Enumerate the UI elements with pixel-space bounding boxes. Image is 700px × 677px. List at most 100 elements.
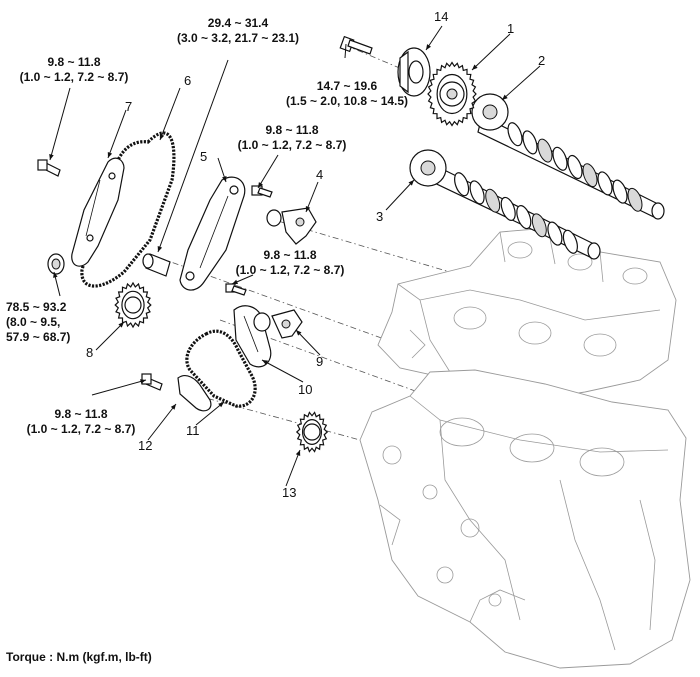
chain-guide-12 (177, 375, 212, 412)
torque-units-footer: Torque : N.m (kgf.m, lb-ft) (6, 650, 152, 664)
arrowhead (49, 154, 54, 160)
arrowhead (408, 180, 414, 186)
torque-label-guide: 9.8 ~ 11.8 (1.0 ~ 1.2, 7.2 ~ 8.7) (222, 123, 362, 153)
callout-1: 1 (507, 21, 515, 36)
cam-lobe (582, 163, 598, 188)
cam-lobe (522, 130, 538, 155)
torque-guide-line2: (1.0 ~ 1.2, 7.2 ~ 8.7) (237, 138, 347, 152)
timing-chain-upper (80, 131, 176, 288)
arrowhead (305, 206, 311, 212)
arrowhead (140, 379, 146, 384)
torque-label-mid: 14.7 ~ 19.6 (1.5 ~ 2.0, 10.8 ~ 14.5) (272, 79, 422, 109)
arrowhead (232, 279, 238, 284)
cam-lobe (469, 180, 485, 205)
torque-bottom-line2: (1.0 ~ 1.2, 7.2 ~ 8.7) (26, 422, 136, 436)
tensioner-4 (266, 207, 317, 245)
cylinder-block (359, 369, 691, 669)
chain-guide-7 (71, 157, 125, 267)
cam-lobe (612, 179, 628, 204)
torque-bottom-line1: 9.8 ~ 11.8 (54, 407, 108, 421)
torque-label-left: 9.8 ~ 11.8 (1.0 ~ 1.2, 7.2 ~ 8.7) (4, 55, 144, 85)
torque-label-bottom: 9.8 ~ 11.8 (1.0 ~ 1.2, 7.2 ~ 8.7) (6, 407, 156, 437)
callout-6: 6 (184, 73, 192, 88)
callout-10: 10 (298, 382, 313, 397)
timing-chain-lower (185, 329, 257, 408)
torque-left-line2: (1.0 ~ 1.2, 7.2 ~ 8.7) (19, 70, 129, 84)
torque-label-top: 29.4 ~ 31.4 (3.0 ~ 3.2, 21.7 ~ 23.1) (163, 16, 313, 46)
cam-lobe (547, 221, 563, 246)
torque-label-sprocket: 78.5 ~ 93.2 (8.0 ~ 9.5, 57.9 ~ 68.7) (6, 300, 96, 345)
callout-12: 12 (138, 438, 153, 453)
cam-lobe (454, 172, 470, 197)
cam-lobe (531, 213, 547, 238)
torque-sprocket-line2: (8.0 ~ 9.5, (6, 315, 61, 329)
arrowhead (218, 402, 224, 408)
callout-8: 8 (86, 345, 94, 360)
pivot-bolt (142, 253, 171, 277)
arrowhead (157, 246, 163, 252)
bolt-guide-7 (37, 159, 61, 177)
callout-2: 2 (538, 53, 546, 68)
cam-lobe (507, 122, 523, 147)
washer-14 (397, 47, 431, 97)
intake-camshaft (409, 149, 601, 260)
cam-lobe (597, 171, 613, 196)
torque-tens-line1: 9.8 ~ 11.8 (263, 248, 317, 262)
tensioner-9 (253, 309, 303, 339)
arrowhead (262, 360, 268, 365)
arrowhead (258, 182, 263, 188)
torque-label-tensioner: 9.8 ~ 11.8 (1.0 ~ 1.2, 7.2 ~ 8.7) (220, 248, 360, 278)
torque-tens-line2: (1.0 ~ 1.2, 7.2 ~ 8.7) (235, 263, 345, 277)
cam-lobe (500, 196, 516, 221)
arrowhead (170, 404, 176, 410)
crank-sprocket-8 (114, 281, 152, 329)
callout-3: 3 (376, 209, 384, 224)
callout-5: 5 (200, 149, 208, 164)
callout-9: 9 (316, 354, 324, 369)
torque-sprocket-line1: 78.5 ~ 93.2 (6, 300, 67, 314)
cam-lobe (552, 146, 568, 171)
callout-13: 13 (282, 485, 297, 500)
bolt-top (339, 35, 373, 55)
arrowhead (426, 44, 431, 50)
arrowhead (118, 322, 124, 328)
callout-11: 11 (186, 423, 200, 438)
arrowhead (296, 330, 302, 336)
arrowhead (502, 94, 508, 100)
arrowhead (222, 176, 227, 182)
callout-4: 4 (316, 167, 324, 182)
torque-mid-line1: 14.7 ~ 19.6 (316, 79, 378, 93)
torque-top-line1: 29.4 ~ 31.4 (207, 16, 269, 30)
leader-lines (49, 25, 541, 487)
exhaust-camshaft (471, 93, 665, 220)
cam-lobe (537, 138, 553, 163)
arrowhead (159, 134, 165, 140)
arrowhead (107, 152, 113, 158)
bushing-left (47, 253, 65, 275)
oil-pump-sprocket-13 (295, 411, 329, 453)
callout-7: 7 (125, 99, 133, 114)
cam-sprocket-1 (427, 61, 477, 127)
tensioner-arm-5 (179, 176, 246, 291)
arrowhead (53, 272, 58, 278)
cam-lobe (567, 154, 583, 180)
cam-lobe (485, 188, 501, 213)
cam-lobe (562, 229, 578, 254)
arrowhead (472, 64, 478, 70)
torque-guide-line1: 9.8 ~ 11.8 (265, 123, 319, 137)
arrowheads (49, 44, 508, 456)
cam-lobe (627, 187, 643, 212)
arrowhead (295, 450, 301, 456)
torque-mid-line2: (1.5 ~ 2.0, 10.8 ~ 14.5) (285, 94, 409, 108)
cylinder-head (377, 227, 677, 403)
bolt-guide-12 (141, 373, 163, 391)
cam-lobe (516, 205, 532, 230)
torque-top-line2: (3.0 ~ 3.2, 21.7 ~ 23.1) (176, 31, 300, 45)
torque-left-line1: 9.8 ~ 11.8 (47, 55, 101, 69)
torque-sprocket-line3: 57.9 ~ 68.7) (6, 330, 71, 344)
bolt-tensioner-4 (251, 185, 273, 198)
bolt-guide-10 (225, 283, 247, 296)
callout-14: 14 (434, 9, 449, 24)
